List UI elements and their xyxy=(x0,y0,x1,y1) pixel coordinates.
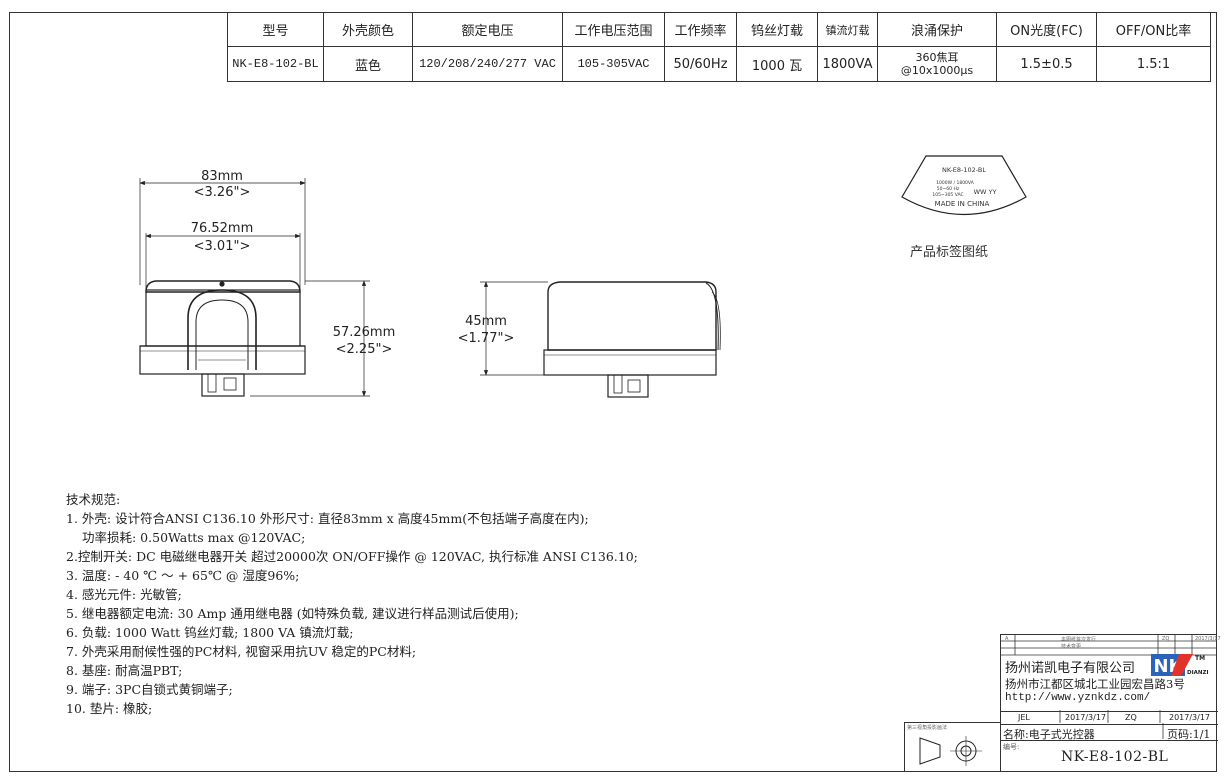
rev-description: 本图纸首次发行 xyxy=(1061,637,1097,643)
header-ratio: OFF/ON比率 xyxy=(1096,12,1211,47)
label-rating2: 50~60 Hz xyxy=(937,186,960,192)
value-model: NK-E8-102-BL xyxy=(227,46,324,82)
logo-subtext: DIANZI xyxy=(1187,670,1209,676)
name-value: 电子式光控器 xyxy=(1028,728,1095,741)
label-caption: 产品标签图纸 xyxy=(910,245,989,260)
company-address: 扬州市江都区城北工业园宏昌路3号 xyxy=(1005,677,1185,691)
notes-line-7: 7. 外壳采用耐候性强的PC材料, 视窗采用抗UV 稳定的PC材料; xyxy=(66,644,417,659)
label-rating3: 105~305 VAC xyxy=(932,192,963,198)
notes-line-8: 8. 基座: 耐高温PBT; xyxy=(66,663,183,678)
approval-row: JEL 2017/3/17 ZQ 2017/3/17 xyxy=(1001,711,1218,724)
notes-line-3: 3. 温度: - 40 ℃ ～ + 65℃ @ 湿度96%; xyxy=(66,568,300,583)
value-on-fc: 1.5±0.5 xyxy=(996,46,1097,82)
name-row: 名称:电子式光控器 页码:1/1 xyxy=(1001,724,1218,741)
notes-title: 技术规范: xyxy=(66,492,121,507)
notes-line-6: 6. 负载: 1000 Watt 钨丝灯载; 1800 VA 镇流灯载; xyxy=(66,625,354,640)
projection-box: 第三视角投影画法 xyxy=(904,722,1000,772)
spec-value-row: NK-E8-102-BL 蓝色 120/208/240/277 VAC 105-… xyxy=(227,46,1211,82)
front-view xyxy=(139,178,370,397)
notes-line-1: 1. 外壳: 设计符合ANSI C136.10 外形尺寸: 直径83mm x 高… xyxy=(66,511,589,526)
value-frequency: 50/60Hz xyxy=(664,46,737,82)
dim-top-width-mm: 83mm xyxy=(201,169,243,184)
header-tungsten: 钨丝灯载 xyxy=(736,12,818,47)
notes-line-9: 9. 端子: 3PC自锁式黄铜端子; xyxy=(66,682,233,697)
notes-line-1b: 功率损耗: 0.50Watts max @120VAC; xyxy=(82,530,306,545)
header-color: 外壳颜色 xyxy=(323,12,413,47)
notes-line-5: 5. 继电器额定电流: 30 Amp 通用继电器 (如特殊负载, 建议进行样品测… xyxy=(66,606,519,621)
product-label: NK-E8-102-BL 1000W / 1800VA 50~60 Hz 105… xyxy=(901,155,1027,216)
page-label: 页码: xyxy=(1167,728,1193,741)
header-surge: 浪涌保护 xyxy=(877,12,997,47)
rev-by: ZQ xyxy=(1162,636,1170,642)
value-surge-line2: @10x1000μs xyxy=(900,64,974,77)
label-wwyy: WW YY xyxy=(974,188,997,196)
notes-line-2: 2.控制开关: DC 电磁继电器开关 超过20000次 ON/OFF操作 @ 1… xyxy=(66,549,638,564)
side-view xyxy=(480,281,721,398)
value-range: 105-305VAC xyxy=(562,46,665,82)
projection-label: 第三视角投影画法 xyxy=(907,725,948,731)
value-color: 蓝色 xyxy=(323,46,413,82)
checked-by: ZQ xyxy=(1125,713,1137,722)
partno-value: NK-E8-102-BL xyxy=(1061,749,1169,765)
technical-notes: 技术规范: 1. 外壳: 设计符合ANSI C136.10 外形尺寸: 直径83… xyxy=(66,490,638,718)
company-url: http://www.yznkdz.com/ xyxy=(1005,692,1151,704)
title-block: A 本图纸首次发行 技术变更 ZQ 2017/3/17 扬州诺凯电子有限公司 N… xyxy=(1000,634,1221,773)
header-on-fc: ON光度(FC) xyxy=(996,12,1097,47)
rev-date: 2017/3/17 xyxy=(1195,636,1221,642)
partno-row: 编号: xyxy=(1001,740,1218,773)
dim-body-height-mm: 45mm xyxy=(465,314,507,329)
value-voltage: 120/208/240/277 VAC xyxy=(412,46,563,82)
page-value: 1/1 xyxy=(1192,728,1211,741)
dim-total-height-mm: 57.26mm xyxy=(333,325,396,340)
dim-top-width-in: <3.26"> xyxy=(194,185,251,200)
value-tungsten: 1000 瓦 xyxy=(736,46,818,82)
partno-label: 编号: xyxy=(1003,743,1020,751)
drawn-date: 2017/3/17 xyxy=(1065,713,1107,722)
dim-total-height-in: <2.25"> xyxy=(336,342,393,357)
spec-header-row: 型号 外壳颜色 额定电压 工作电压范围 工作频率 钨丝灯载 镇流灯载 浪涌保护 … xyxy=(227,12,1211,47)
drawn-by: JEL xyxy=(1018,713,1030,722)
notes-line-4: 4. 感光元件: 光敏管; xyxy=(66,587,182,602)
name-label: 名称: xyxy=(1003,728,1029,741)
notes-line-10: 10. 垫片: 橡胶; xyxy=(66,701,153,716)
projection-symbol-icon xyxy=(919,736,982,766)
company-logo: NK TM DIANZI xyxy=(1151,654,1209,677)
label-model: NK-E8-102-BL xyxy=(942,166,986,174)
value-surge: 360焦耳 @10x1000μs xyxy=(877,46,997,82)
label-origin: MADE IN CHINA xyxy=(935,200,990,208)
header-range: 工作电压范围 xyxy=(562,12,665,47)
label-rating1: 1000W / 1800VA xyxy=(936,180,975,186)
value-ratio: 1.5:1 xyxy=(1096,46,1211,82)
dim-inner-width-in: <3.01"> xyxy=(194,239,251,254)
rev-description-2: 技术变更 xyxy=(1061,644,1082,650)
value-ballast: 1800VA xyxy=(817,46,878,82)
checked-date: 2017/3/17 xyxy=(1169,713,1211,722)
rev-letter: A xyxy=(1005,636,1009,642)
spec-table: 型号 外壳颜色 额定电压 工作电压范围 工作频率 钨丝灯载 镇流灯载 浪涌保护 … xyxy=(227,12,1211,82)
value-surge-line1: 360焦耳 xyxy=(915,51,959,64)
dim-inner-width-mm: 76.52mm xyxy=(191,221,254,236)
company-name: 扬州诺凯电子有限公司 xyxy=(1005,661,1136,676)
dim-body-height-in: <1.77"> xyxy=(458,331,515,346)
logo-tm: TM xyxy=(1195,655,1205,662)
